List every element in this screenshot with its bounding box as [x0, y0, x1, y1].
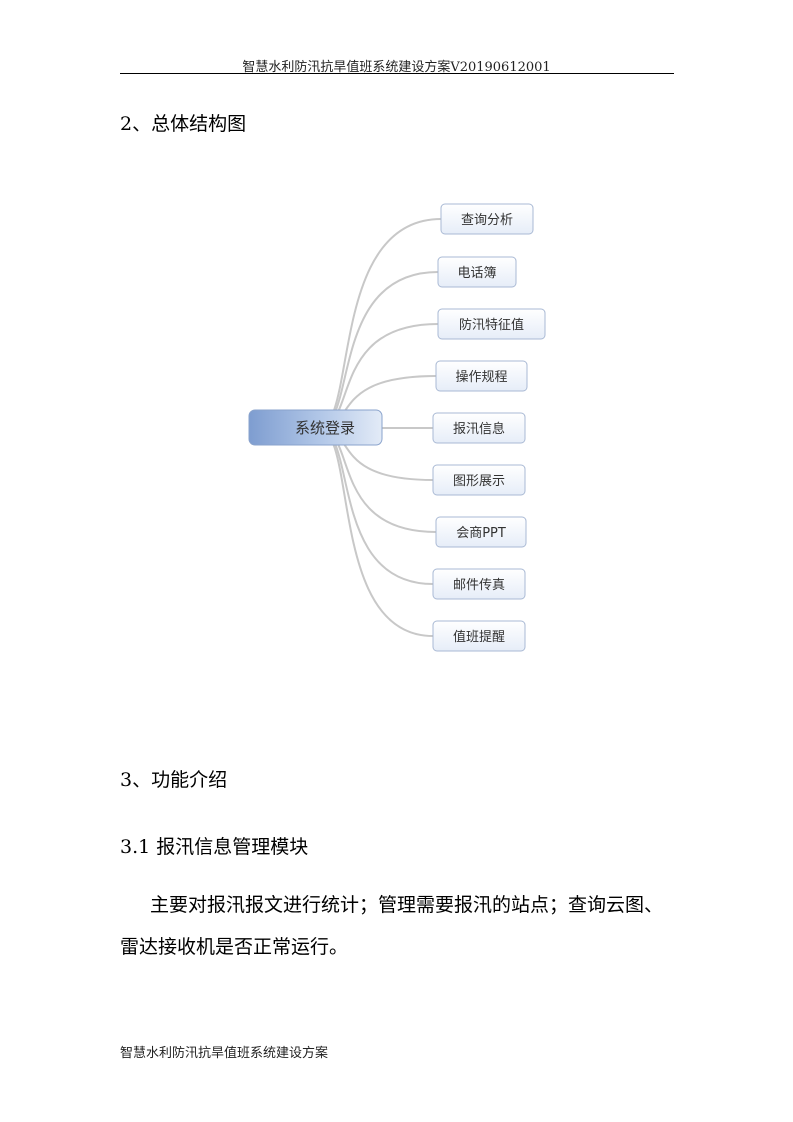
root-node: 系统登录 [248, 409, 383, 446]
connector-line [317, 427, 434, 637]
child-node-label: 电话簿 [457, 266, 496, 281]
child-node-label: 邮件传真 [453, 578, 505, 593]
section-3-1-body: 主要对报汛报文进行统计；管理需要报汛的站点；查询云图、雷达接收机是否正常运行。 [120, 894, 664, 958]
child-node: 值班提醒 [432, 620, 526, 652]
header-divider [120, 73, 674, 74]
page-header-title: 智慧水利防汛抗旱值班系统建设方案V20190612001 [242, 60, 551, 75]
child-node: 图形展示 [432, 464, 526, 496]
child-node-label: 操作规程 [455, 369, 507, 385]
child-node-label: 图形展示 [453, 474, 505, 489]
child-node-label: 值班提醒 [453, 629, 505, 645]
child-node: 邮件传真 [432, 568, 526, 600]
child-node: 查询分析 [440, 203, 534, 235]
root-node-label: 系统登录 [295, 419, 355, 437]
page-footer-text: 智慧水利防汛抗旱值班系统建设方案 [120, 1046, 329, 1061]
child-node: 会商PPT [435, 516, 527, 548]
child-node-label: 会商PPT [456, 526, 506, 541]
section-3-1-heading: 3.1 报汛信息管理模块 [120, 836, 309, 858]
connector-line [317, 218, 442, 429]
child-node: 防汛特征值 [437, 308, 546, 340]
child-node: 电话簿 [437, 256, 517, 288]
section-3-heading: 3、功能介绍 [120, 769, 228, 791]
child-node-label: 防汛特征值 [459, 317, 524, 333]
section-2-heading: 2、总体结构图 [120, 113, 247, 135]
child-node: 报汛信息 [432, 412, 526, 444]
child-node: 操作规程 [435, 360, 528, 392]
child-node-label: 报汛信息 [453, 421, 505, 437]
child-node-label: 查询分析 [461, 213, 513, 228]
